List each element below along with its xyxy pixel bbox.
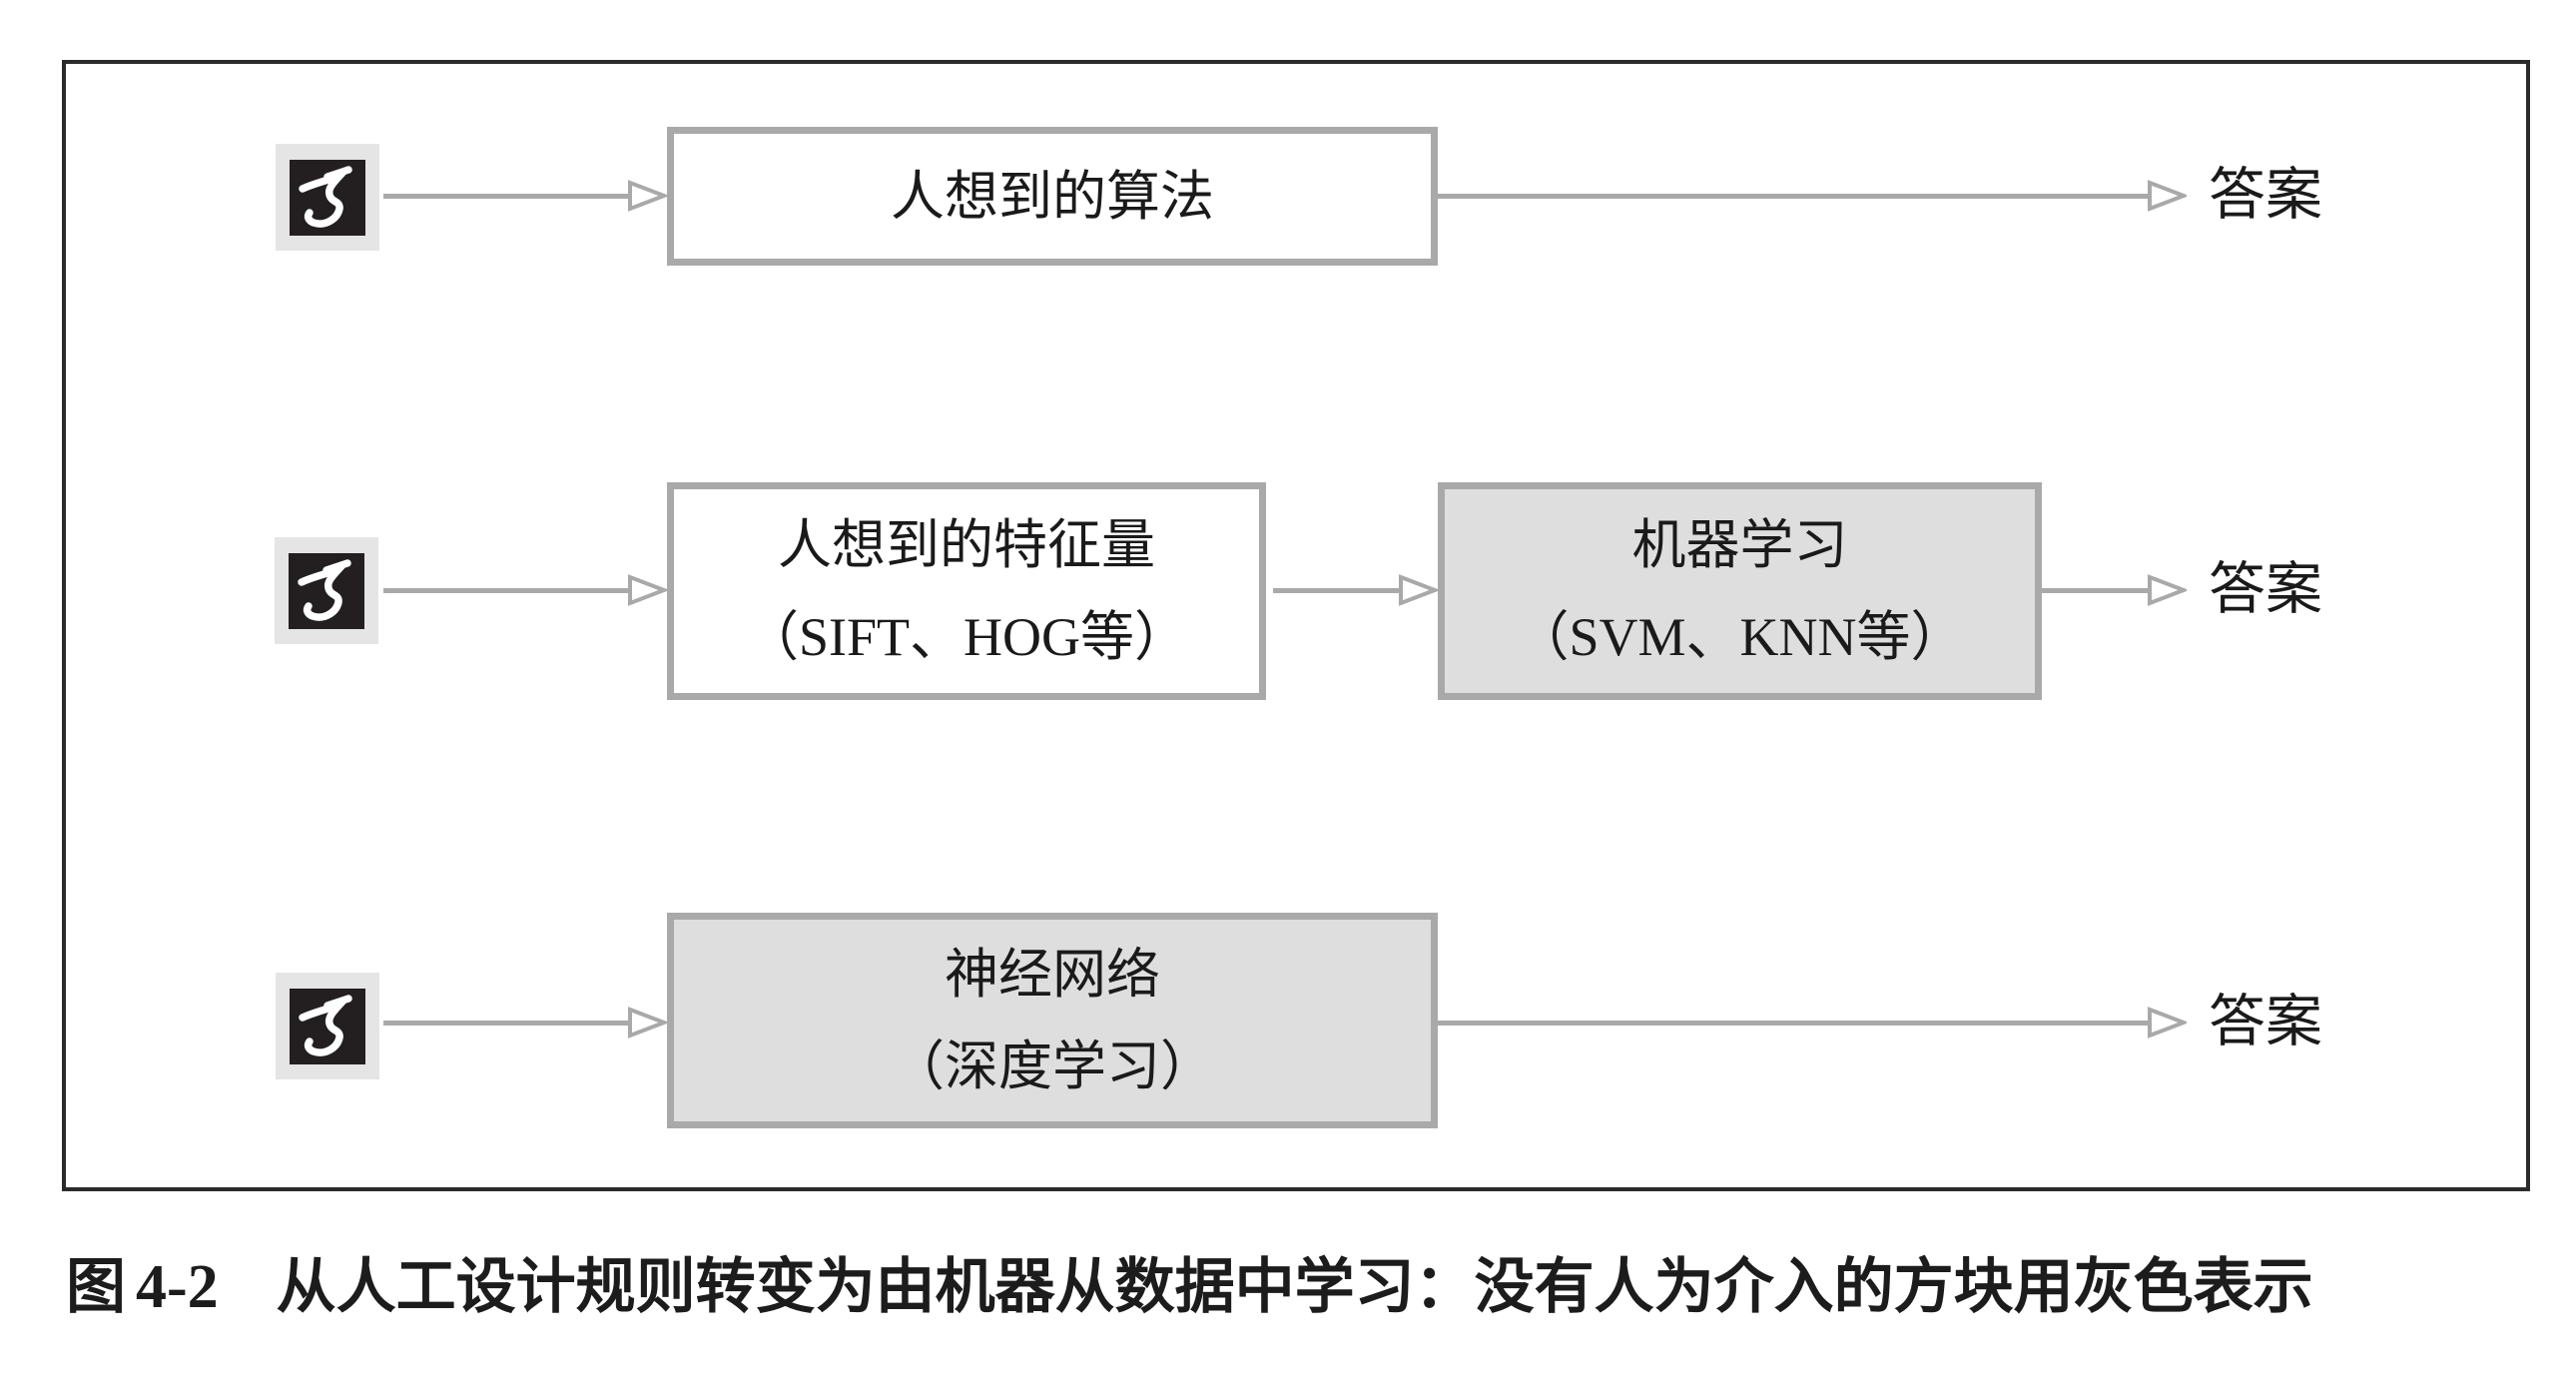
- answer-label: 答案: [2209, 991, 2322, 1053]
- box-label: 机器学习: [1631, 515, 1848, 575]
- arrow-right-icon: [383, 180, 667, 212]
- process-box-human-algorithm: 人想到的算法: [667, 127, 1438, 266]
- handwritten-digit-5-icon: [290, 988, 365, 1064]
- process-box-neural-network: 神经网络 （深度学习）: [667, 913, 1438, 1128]
- digit-5-input-image: [276, 973, 379, 1079]
- digit-5-input-image: [276, 144, 379, 251]
- answer-label: 答案: [2209, 558, 2322, 621]
- arrow-right-icon: [1273, 574, 1438, 606]
- arrow-right-icon: [383, 574, 667, 606]
- box-sublabel: （SIFT、HOG等）: [744, 607, 1189, 667]
- arrow-right-icon: [1438, 180, 2187, 212]
- figure-caption: 图 4-2 从人工设计规则转变为由机器从数据中学习：没有人为介入的方块用灰色表示: [66, 1238, 2313, 1325]
- process-box-machine-learning: 机器学习 （SVM、KNN等）: [1438, 482, 2042, 700]
- box-label: 神经网络: [945, 945, 1160, 1005]
- caption-text: 从人工设计规则转变为由机器从数据中学习：没有人为介入的方块用灰色表示: [276, 1253, 2313, 1320]
- arrow-right-icon: [1438, 1007, 2187, 1039]
- digit-5-input-image: [275, 537, 378, 644]
- arrow-right-icon: [2042, 574, 2187, 606]
- process-box-human-features: 人想到的特征量 （SIFT、HOG等）: [667, 482, 1266, 700]
- caption-fig-number: 4-2: [136, 1253, 219, 1321]
- handwritten-digit-5-icon: [289, 552, 364, 629]
- answer-label: 答案: [2209, 164, 2322, 227]
- box-sublabel: （SVM、KNN等）: [1515, 607, 1965, 667]
- arrow-right-icon: [383, 1007, 667, 1039]
- box-label: 人想到的特征量: [778, 515, 1155, 575]
- handwritten-digit-5-icon: [290, 159, 365, 236]
- caption-fig-label: 图: [66, 1253, 126, 1320]
- box-sublabel: （深度学习）: [891, 1037, 1214, 1096]
- box-label: 人想到的算法: [891, 166, 1214, 227]
